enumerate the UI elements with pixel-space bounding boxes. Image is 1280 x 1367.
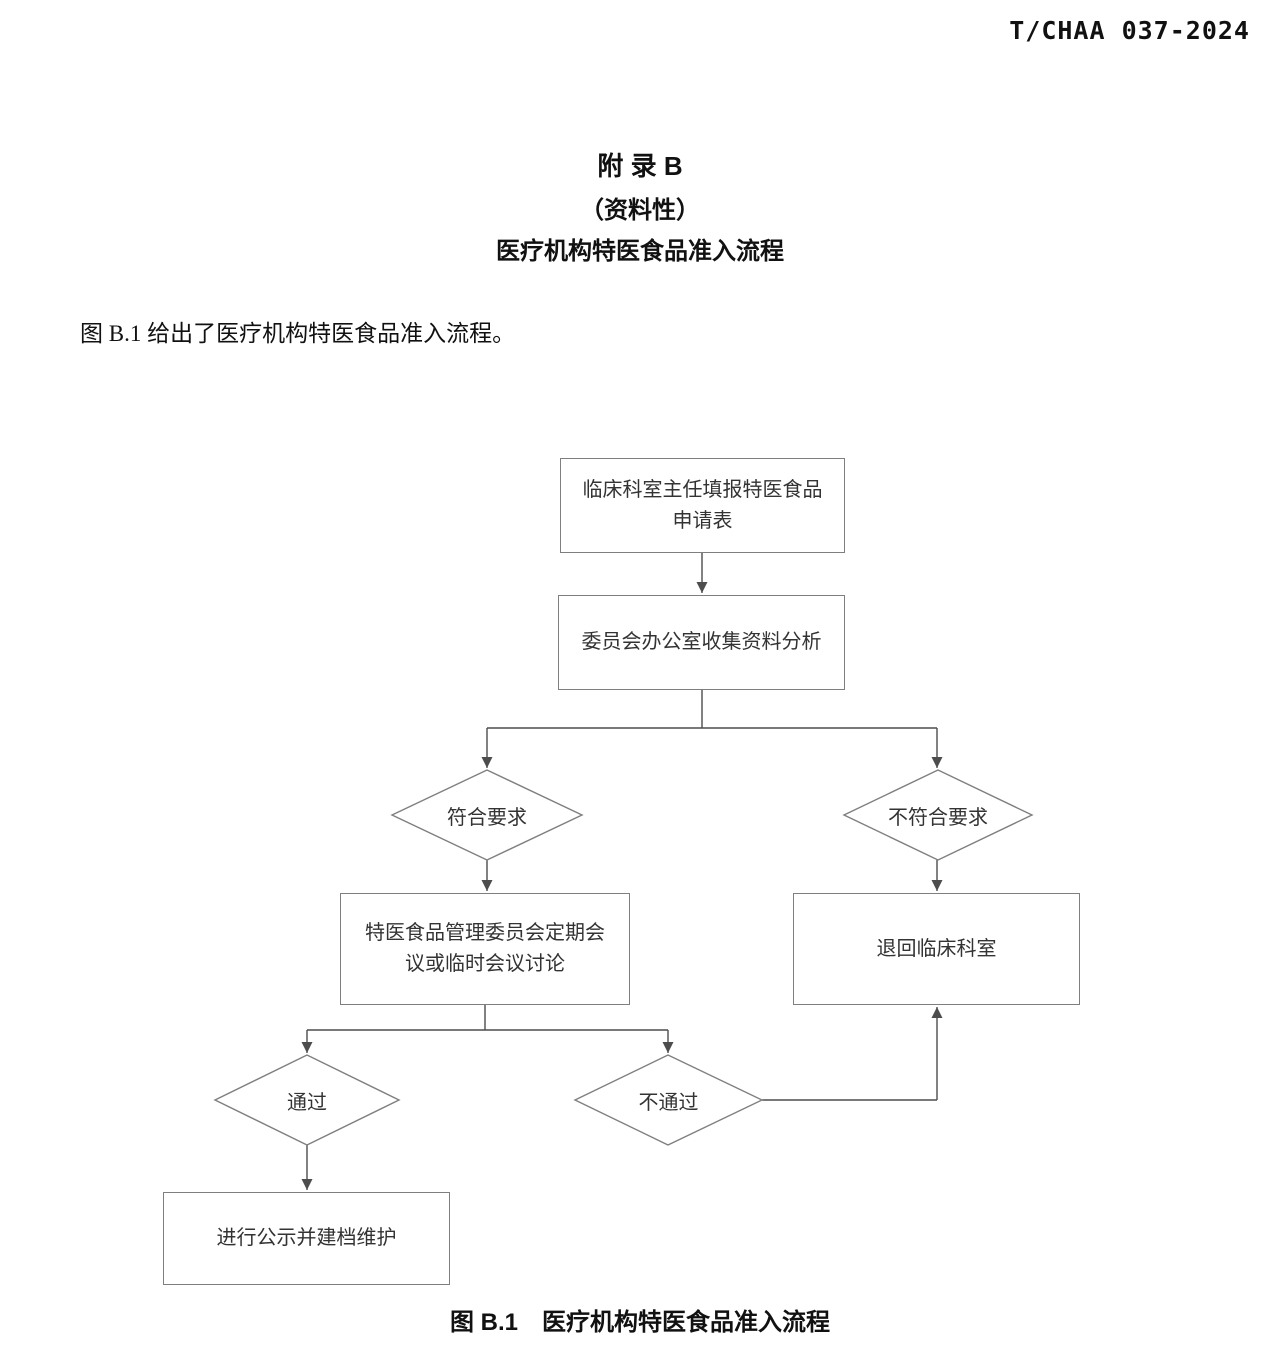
node-apply-form-line2: 申请表 [672,509,733,532]
standard-number: T/CHAA 037-2024 [1009,16,1250,45]
appendix-heading: 医疗机构特医食品准入流程 [496,238,784,265]
node-collect-analyze-label: 委员会办公室收集资料分析 [581,631,822,653]
decision-meets-shape [390,769,584,861]
figure-caption: 图 B.1 医疗机构特医食品准入流程 [449,1309,830,1336]
intro-paragraph: 图 B.1 给出了医疗机构特医食品准入流程。 [80,321,516,346]
node-return-department: 退回临床科室 [793,893,1080,1005]
appendix-title: 附 录 B [597,151,683,181]
node-return-department-label: 退回临床科室 [876,937,997,960]
node-committee-meeting-line2: 议或临时会议讨论 [405,953,565,975]
node-publish-archive: 进行公示并建档维护 [163,1192,450,1285]
decision-pass-shape [213,1054,401,1146]
node-apply-form-line1: 临床科室主任填报特医食品 [582,478,823,501]
decision-fail-shape [573,1054,764,1146]
node-publish-archive-label: 进行公示并建档维护 [216,1227,397,1249]
node-collect-analyze: 委员会办公室收集资料分析 [558,595,845,690]
node-apply-form: 临床科室主任填报特医食品 申请表 [560,458,845,553]
appendix-type-label: （资料性） [580,197,700,224]
node-committee-meeting-line1: 特医食品管理委员会定期会 [365,922,605,944]
decision-notmeets-shape [842,769,1034,861]
node-committee-meeting: 特医食品管理委员会定期会 议或临时会议讨论 [340,893,630,1005]
